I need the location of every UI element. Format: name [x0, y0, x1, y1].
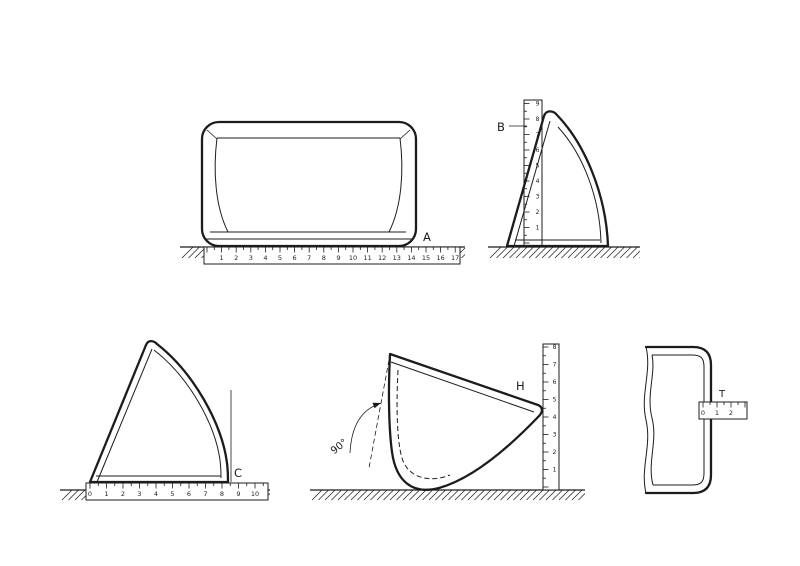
- figure-a-label: A: [423, 230, 431, 244]
- svg-text:1: 1: [220, 254, 224, 262]
- svg-text:2: 2: [536, 209, 540, 216]
- figure-h-depth-measurement: 1 2 3 4 5 6 7 8 90° H: [310, 343, 586, 501]
- svg-text:1: 1: [104, 490, 108, 498]
- bucket-section-outline-t: [644, 345, 713, 495]
- bucket-rim-inner-h: [390, 361, 535, 413]
- svg-text:13: 13: [393, 254, 401, 262]
- svg-text:1: 1: [536, 225, 540, 232]
- ruler-t: 0 1 2: [698, 401, 748, 420]
- svg-text:16: 16: [436, 254, 444, 262]
- svg-text:0: 0: [701, 409, 705, 417]
- svg-text:3: 3: [553, 432, 557, 439]
- figure-h-label: H: [516, 379, 525, 393]
- svg-text:10: 10: [251, 490, 259, 498]
- svg-text:2: 2: [553, 449, 557, 456]
- svg-text:7: 7: [553, 362, 557, 369]
- svg-text:1: 1: [715, 409, 719, 417]
- break-line-inner-t: [649, 354, 655, 486]
- break-line-outer-t: [643, 346, 649, 494]
- angle-label: 90°: [329, 437, 350, 457]
- svg-text:15: 15: [422, 254, 430, 262]
- svg-text:4: 4: [154, 490, 158, 498]
- svg-text:9: 9: [236, 490, 240, 498]
- svg-text:14: 14: [407, 254, 415, 262]
- svg-text:4: 4: [553, 414, 557, 421]
- bucket-front-corner-left: [206, 129, 218, 140]
- svg-text:5: 5: [170, 490, 174, 498]
- svg-text:8: 8: [220, 490, 224, 498]
- svg-text:12: 12: [378, 254, 386, 262]
- svg-text:10: 10: [349, 254, 357, 262]
- svg-text:2: 2: [729, 409, 733, 417]
- svg-text:1: 1: [553, 467, 557, 474]
- bucket-side-outline-c: [88, 339, 230, 484]
- figure-b-label: B: [497, 120, 505, 134]
- bucket-front-inner-right: [388, 137, 403, 233]
- svg-text:6: 6: [536, 147, 540, 154]
- svg-text:3: 3: [536, 194, 540, 201]
- svg-text:5: 5: [278, 254, 282, 262]
- svg-text:5: 5: [553, 397, 557, 404]
- edge-extension-dashed-h: [368, 359, 390, 469]
- figure-t-thickness-measurement: 0 1 2 T: [643, 345, 748, 495]
- figure-c-label: C: [234, 466, 242, 480]
- svg-text:8: 8: [322, 254, 326, 262]
- figure-t-label: T: [718, 389, 726, 400]
- bucket-front-edge-inner-c: [96, 348, 153, 483]
- svg-text:8: 8: [536, 116, 540, 123]
- angle-arrowhead-icon: [372, 402, 381, 409]
- svg-text:3: 3: [249, 254, 253, 262]
- svg-text:9: 9: [536, 101, 540, 108]
- svg-text:6: 6: [553, 379, 557, 386]
- bucket-side-outline-b: [505, 110, 610, 248]
- bucket-section-inner-t: [652, 354, 705, 486]
- ruler-c: 0 1 2 3 4 5 6 7 8 9 10: [85, 482, 269, 501]
- svg-text:6: 6: [293, 254, 297, 262]
- svg-text:7: 7: [203, 490, 207, 498]
- svg-text:0: 0: [88, 490, 92, 498]
- bucket-front-inner-left: [214, 137, 229, 233]
- svg-text:9: 9: [336, 254, 340, 262]
- bucket-tilted-outline-h: [387, 352, 544, 491]
- angle-arc: [349, 403, 380, 454]
- svg-text:8: 8: [553, 344, 557, 351]
- svg-text:2: 2: [121, 490, 125, 498]
- svg-text:6: 6: [187, 490, 191, 498]
- bucket-side-front-edge-inner-b: [513, 120, 551, 247]
- bucket-front-outline: [200, 120, 418, 248]
- svg-text:7: 7: [307, 254, 311, 262]
- ground-h: [310, 489, 586, 501]
- bucket-front-corner-right: [399, 129, 411, 140]
- bucket-inner-dashed-h: [396, 369, 451, 480]
- svg-text:5: 5: [536, 163, 540, 170]
- ruler-h: 1 2 3 4 5 6 7 8: [542, 343, 560, 491]
- svg-text:2: 2: [234, 254, 238, 262]
- svg-text:4: 4: [536, 178, 540, 185]
- bucket-inner-right-c: [153, 349, 222, 479]
- svg-text:17: 17: [451, 254, 459, 262]
- bucket-side-inner-right-b: [557, 126, 602, 244]
- figure-c-slant-measurement: 0 1 2 3 4 5 6 7 8 9 10 C: [60, 339, 271, 501]
- ground-b: [488, 246, 641, 259]
- svg-text:4: 4: [263, 254, 267, 262]
- svg-text:11: 11: [363, 254, 371, 262]
- svg-text:3: 3: [137, 490, 141, 498]
